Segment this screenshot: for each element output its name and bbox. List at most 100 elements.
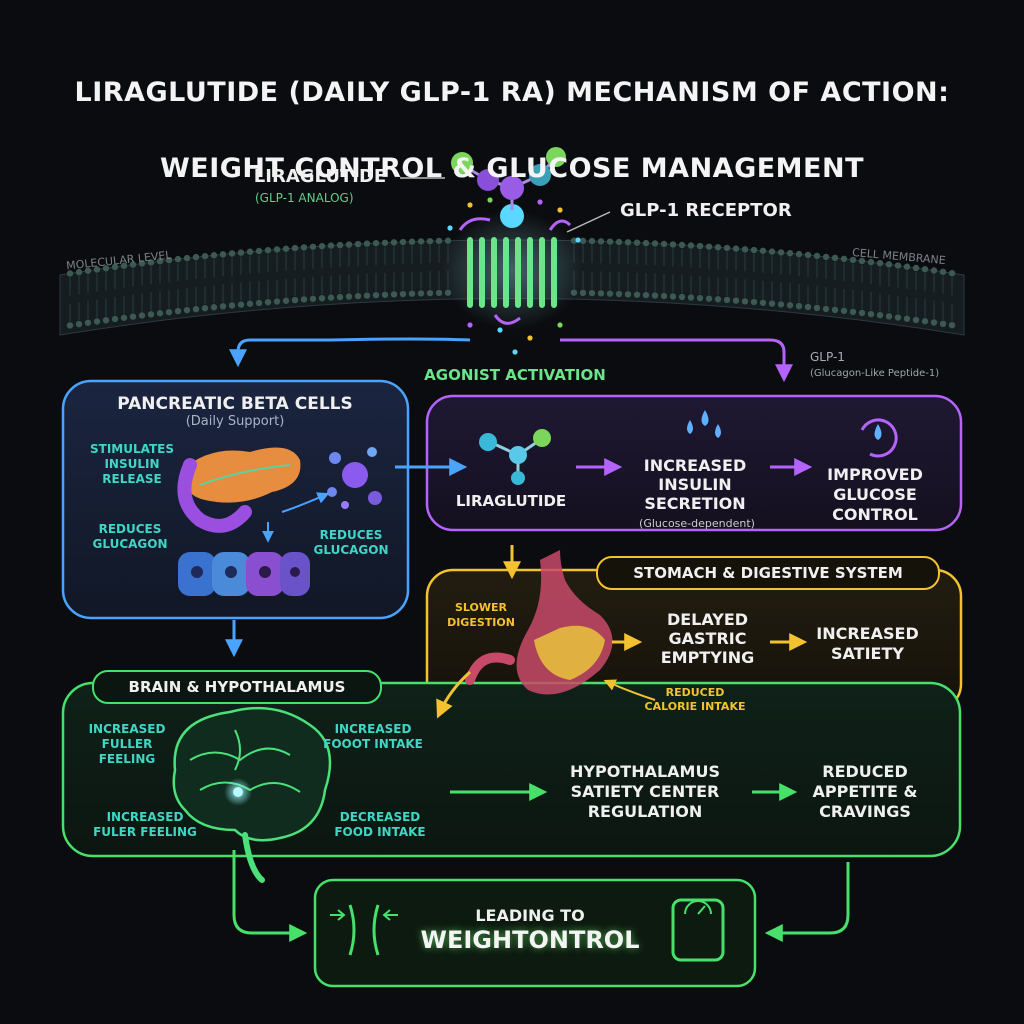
arrow-to-insulin	[560, 338, 793, 383]
lipid-head	[633, 291, 641, 298]
lipid-head	[885, 261, 893, 268]
lipid-head	[255, 299, 263, 307]
glp1-receptor-icon	[442, 204, 582, 330]
lipid-head	[336, 293, 344, 301]
lipid-head	[264, 246, 272, 254]
lipid-head	[201, 304, 209, 312]
lipid-head	[633, 239, 641, 246]
lipid-head	[777, 249, 785, 256]
scale-icon	[671, 898, 725, 962]
lipid-head	[777, 301, 785, 308]
lipid-head	[327, 242, 335, 249]
stomach-icon	[465, 550, 613, 695]
lipid-head	[75, 268, 83, 276]
particle-dot	[467, 202, 473, 208]
reduced-appetite-label: REDUCED APPETITE & CRAVINGS	[812, 762, 918, 821]
lipid-head	[66, 322, 74, 329]
insulin-row-drug: LIRAGLUTIDE	[455, 492, 567, 510]
lipid-head	[921, 266, 929, 273]
lipid-head	[435, 237, 443, 245]
lipid-head	[687, 242, 695, 249]
lipid-head	[318, 242, 326, 250]
insulin-card	[425, 394, 963, 532]
lipid-head	[858, 257, 866, 265]
lipid-head	[210, 252, 218, 259]
glp1-full-label: (Glucagon-Like Peptide-1)	[810, 368, 940, 379]
lipid-head	[399, 238, 407, 246]
lipid-head	[867, 310, 875, 318]
slower-digestion-label: SLOWER DIGESTION	[447, 601, 515, 629]
lipid-head	[912, 316, 920, 324]
lipid-bilayer	[66, 237, 956, 329]
lipid-head	[75, 320, 83, 328]
lipid-head	[615, 290, 623, 298]
lipid-head	[363, 240, 371, 247]
lipid-head	[939, 320, 947, 328]
lipid-head	[93, 266, 101, 273]
lipid-head	[786, 250, 794, 257]
lipid-head	[741, 246, 749, 253]
lipid-head	[804, 303, 812, 311]
lipid-head	[318, 294, 326, 302]
lipid-head	[390, 239, 398, 246]
title-line-2: WEIGHT CONTROL & GLUCOSE MANAGEMENT	[160, 153, 864, 184]
lipid-head	[282, 245, 290, 252]
lipid-head	[165, 256, 173, 264]
lipid-head	[948, 269, 956, 277]
lipid-head	[759, 299, 767, 306]
lipid-head	[849, 256, 857, 264]
lipid-head	[129, 261, 137, 268]
lipid-head	[192, 305, 200, 313]
lipid-head	[588, 237, 596, 245]
reduced-calorie-label: REDUCED CALORIE INTAKE	[644, 686, 746, 713]
lipid-head	[147, 259, 155, 266]
brain-title-pill	[92, 670, 382, 704]
lipid-head	[210, 304, 218, 311]
lipid-head	[228, 250, 236, 257]
lipid-head	[435, 289, 443, 297]
lipid-head	[660, 292, 668, 300]
stomach-title: STOMACH & DIGESTIVE SYSTEM	[633, 564, 903, 582]
stomach-title-pill	[596, 556, 940, 590]
lipid-head	[732, 297, 740, 304]
pancreas-title: PANCREATIC BETA CELLS	[117, 394, 353, 414]
lipid-head	[597, 238, 605, 245]
lipid-head	[840, 255, 848, 263]
glowing-particles	[447, 197, 581, 355]
lipid-head	[408, 290, 416, 297]
brain-title: BRAIN & HYPOTHALAMUS	[128, 678, 346, 696]
lipid-head	[138, 260, 146, 267]
lipid-head	[408, 238, 416, 245]
arrow-calorie	[603, 679, 656, 701]
lipid-head	[669, 241, 677, 248]
lipid-head	[372, 239, 380, 247]
lipid-head	[165, 308, 173, 316]
receptor-leader-line	[566, 211, 611, 233]
lipid-head	[660, 240, 668, 248]
lipid-head	[390, 291, 398, 298]
lipid-head	[750, 246, 758, 254]
lipid-head	[111, 315, 119, 323]
lipid-head	[696, 242, 704, 250]
stimulates-insulin-label: STIMULATES INSULIN RELEASE	[89, 442, 174, 486]
lipid-head	[93, 318, 101, 325]
lipid-head	[426, 289, 434, 297]
waist-icon	[330, 904, 398, 956]
granule-arrow	[281, 492, 330, 513]
lipid-head	[822, 253, 830, 261]
insulin-secretion-label: INCREASED INSULIN SECRETION	[643, 456, 747, 513]
lipid-head	[399, 290, 407, 298]
agonist-activation-label: AGONIST ACTIVATION	[424, 366, 606, 384]
lipid-head	[894, 314, 902, 321]
lipid-head	[615, 238, 623, 246]
lipid-head	[291, 244, 299, 252]
lipid-head	[372, 291, 380, 299]
lipid-head	[642, 239, 650, 247]
lipid-head	[885, 313, 893, 320]
lipid-head	[156, 310, 164, 317]
lipid-head	[876, 259, 884, 267]
lipid-head	[237, 301, 245, 308]
lipid-head	[300, 244, 308, 251]
lipid-head	[102, 317, 110, 324]
